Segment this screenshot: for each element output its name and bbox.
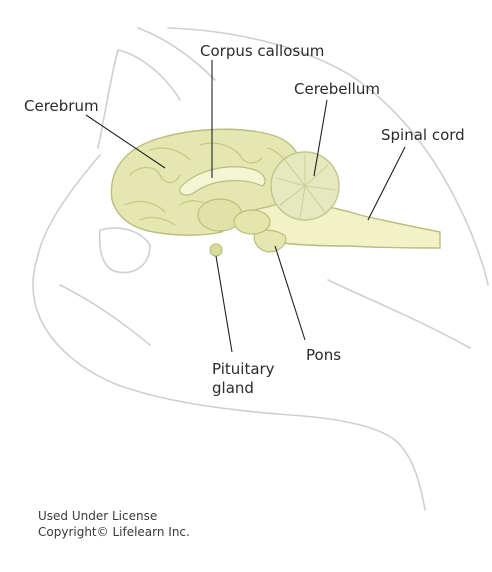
cat-neck-outline <box>327 279 471 349</box>
leader-pons <box>274 245 306 341</box>
pituitary-shape <box>209 243 223 257</box>
cat-skull-outline <box>167 27 489 286</box>
cat-cheek-outline <box>59 284 151 346</box>
label-corpus-callosum: Corpus callosum <box>200 42 325 60</box>
cat-ear-inner <box>137 27 216 81</box>
credit-license: Used Under License <box>38 509 158 523</box>
cerebellum-folia <box>275 154 337 219</box>
pons-shape <box>253 229 287 253</box>
cat-eye-outline <box>98 227 151 274</box>
leader-pituitary <box>215 255 233 353</box>
cat-ear-outline <box>97 49 181 149</box>
label-pons: Pons <box>306 346 342 364</box>
cat-face-outline <box>32 154 426 511</box>
cat-outline <box>32 27 489 511</box>
leader-lines <box>85 60 406 353</box>
label-cerebrum: Cerebrum <box>24 97 99 115</box>
brain <box>110 128 441 257</box>
corpus-callosum-shape <box>179 166 266 196</box>
leader-cerebrum <box>85 114 166 169</box>
midbrain-shape <box>233 209 271 235</box>
label-cerebellum: Cerebellum <box>294 80 380 98</box>
label-spinal-cord: Spinal cord <box>381 126 465 144</box>
credit-copyright: Copyright© Lifelearn Inc. <box>38 525 190 539</box>
leader-cerebellum <box>313 99 328 177</box>
label-pituitary-gland: Pituitary gland <box>212 360 275 397</box>
leader-spinal-cord <box>367 146 406 221</box>
